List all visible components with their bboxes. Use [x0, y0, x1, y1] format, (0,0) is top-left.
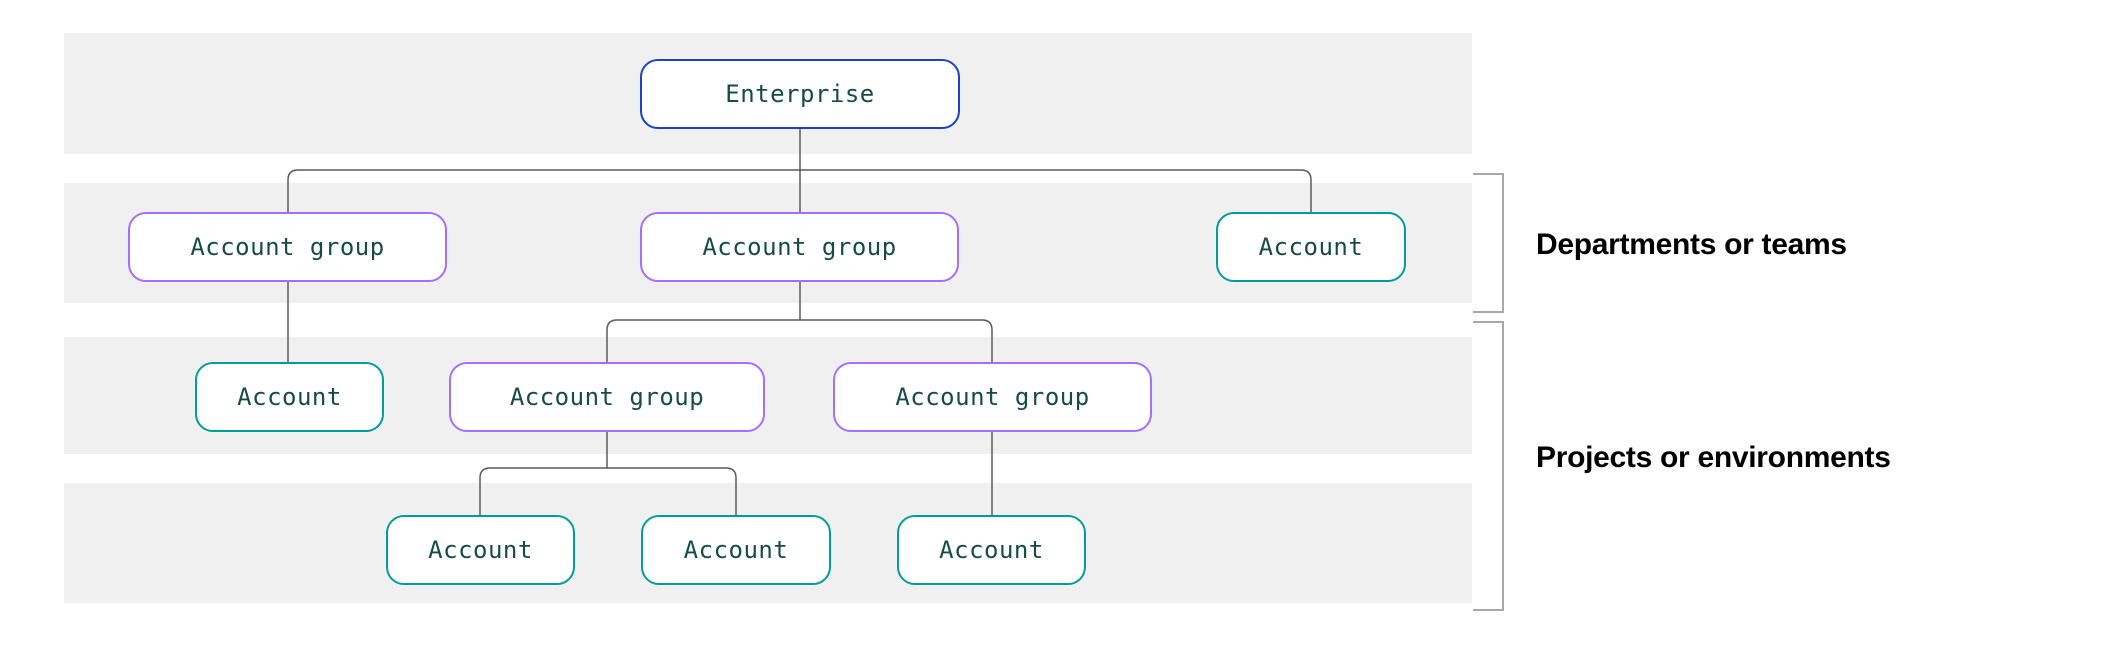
- node-label: Account: [683, 536, 789, 564]
- node-account-group-3: Account group: [449, 362, 765, 432]
- bracket-projects: [1473, 321, 1504, 611]
- node-label: Account: [939, 536, 1044, 564]
- node-account-2: Account: [195, 362, 384, 432]
- annotation-projects: Projects or environments: [1536, 441, 1891, 474]
- node-account-3: Account: [386, 515, 575, 585]
- node-label: Account group: [190, 233, 385, 261]
- annotation-brackets: [1473, 173, 1504, 611]
- node-account-group-1: Account group: [128, 212, 447, 282]
- bracket-departments: [1473, 173, 1504, 313]
- node-label: Account: [1258, 233, 1364, 261]
- node-account-4: Account: [641, 515, 831, 585]
- node-account-group-4: Account group: [833, 362, 1152, 432]
- annotation-departments: Departments or teams: [1536, 228, 1847, 261]
- node-label: Account group: [702, 233, 897, 261]
- node-account-5: Account: [897, 515, 1086, 585]
- node-label: Account: [237, 383, 342, 411]
- node-account-1: Account: [1216, 212, 1406, 282]
- node-label: Account: [428, 536, 533, 564]
- node-label: Enterprise: [725, 80, 875, 108]
- node-label: Account group: [509, 383, 705, 411]
- node-label: Account group: [895, 383, 1090, 411]
- tree-connectors: [287, 129, 1312, 515]
- node-enterprise: Enterprise: [640, 59, 960, 129]
- node-account-group-2: Account group: [640, 212, 959, 282]
